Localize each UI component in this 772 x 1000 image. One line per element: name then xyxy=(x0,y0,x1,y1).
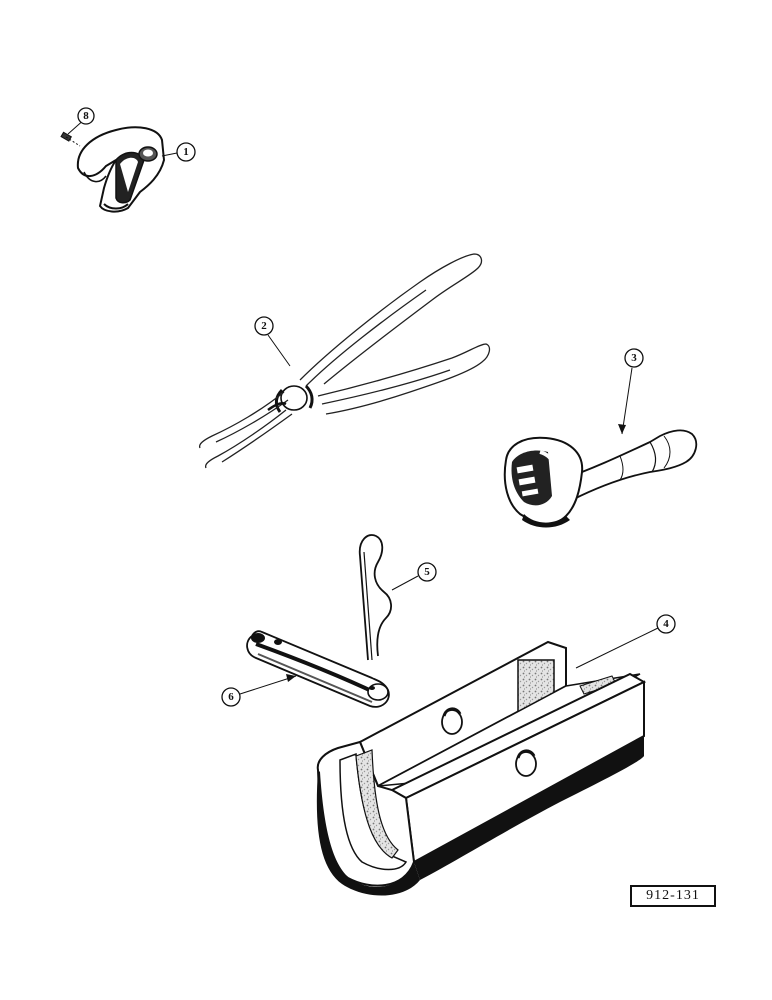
callout-8-label: 8 xyxy=(83,110,89,122)
hairpin-cotter-part xyxy=(358,534,392,661)
figure-reference-number: 912-131 xyxy=(646,888,700,903)
callout-2: 2 xyxy=(254,316,291,367)
yoke-clamp-part xyxy=(60,126,166,213)
callout-6: 6 xyxy=(221,674,297,707)
callout-1-label: 1 xyxy=(183,146,189,158)
flare-nut-tool-part xyxy=(503,429,698,528)
callout-5: 5 xyxy=(391,562,437,591)
callout-1: 1 xyxy=(161,142,196,162)
snap-ring-pliers-part xyxy=(198,253,491,469)
callout-5-label: 5 xyxy=(424,566,430,578)
callout-4-label: 4 xyxy=(663,618,669,630)
callout-3-label: 3 xyxy=(631,352,637,364)
clevis-pin-part xyxy=(246,630,390,708)
callout-6-label: 6 xyxy=(228,691,234,703)
callout-2-label: 2 xyxy=(261,320,267,332)
channel-trough-part xyxy=(316,640,647,896)
figure-reference-box: 912-131 xyxy=(630,885,716,907)
callout-3: 3 xyxy=(618,348,644,435)
set-screw xyxy=(60,131,81,147)
callout-4: 4 xyxy=(575,614,676,669)
callout-8: 8 xyxy=(67,107,95,135)
